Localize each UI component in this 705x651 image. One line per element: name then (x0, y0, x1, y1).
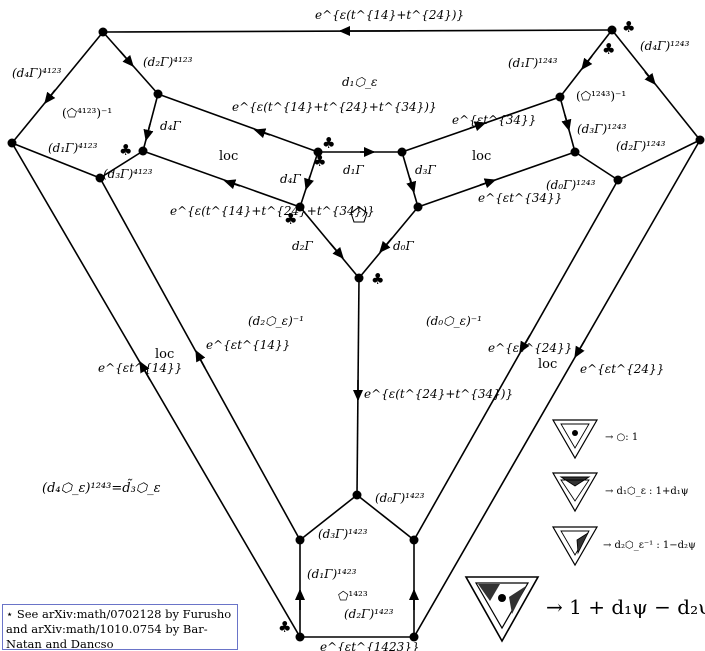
pentagon-icon (350, 206, 368, 223)
node (413, 202, 423, 212)
edges (11, 25, 701, 638)
club-icon: ♣ (322, 134, 335, 152)
club-icon: ♣ (371, 270, 384, 288)
legend: → ○: 1 → d₁⬡_ε : 1+d₁ψ → d₂⬡_ε⁻¹ : 1−d₂ψ… (464, 419, 705, 643)
club-icon: ♣ (622, 18, 635, 36)
loc-label: loc (155, 347, 174, 362)
label-d3G-1423: (d₃Γ)¹⁴²³ (318, 527, 368, 541)
label-d3G: d₃Γ (415, 163, 436, 177)
center-vertical-edge-label: e^{ε(t^{24}+t^{34})} (364, 387, 513, 401)
nodes (7, 25, 705, 642)
node (295, 535, 305, 545)
node (352, 490, 362, 500)
club-icon: ♣ (602, 40, 615, 58)
right-lower-edge-label: e^{εt^{34}} (478, 191, 562, 205)
top-edge-label: e^{ε(t^{14}+t^{24})} (315, 8, 464, 22)
node (295, 632, 305, 642)
label-d2hex-inv: (d₂⬡_ε)⁻¹ (248, 314, 304, 328)
legend-row1-text: → ○: 1 (605, 432, 638, 443)
node (98, 27, 108, 37)
node (409, 535, 419, 545)
right-upper-edge-label: e^{εt^{34}} (452, 113, 536, 127)
edge-upper-left-outer (11, 31, 104, 144)
reference-note: ⋆ See arXiv:math/0702128 by Furusho and … (2, 604, 238, 650)
edge-upper-right-outer (611, 29, 701, 141)
label-d2G: d₂Γ (292, 239, 313, 253)
legend-row-1: → ○: 1 (551, 419, 638, 460)
label-pent-1243: (⬠¹²⁴³)⁻¹ (576, 89, 626, 103)
left-lower-edge-label: e^{ε(t^{14}+t^{24}+t^{34})} (170, 204, 375, 218)
reference-note-text: ⋆ See arXiv:math/0702128 by Furusho and … (6, 607, 232, 650)
label-d2G-1243: (d₂Γ)¹²⁴³ (616, 139, 666, 153)
club-markers: ♣ ♣ ♣ ♣ ♣ ♣ ♣ ♣ (119, 18, 635, 636)
right-outer-edge-label: e^{εt^{24}} (580, 362, 664, 376)
edge-labels: e^{ε(t^{14}+t^{24})} e^{ε(t^{14}+t^{24}+… (98, 8, 664, 651)
legend-big: → 1 + d₁ψ − d₂ψ (464, 576, 705, 643)
label-d1hex: d₁⬡_ε (342, 75, 377, 89)
loc-label: loc (538, 357, 557, 372)
node (409, 632, 419, 642)
edge-right-bottom (417, 151, 576, 208)
node (570, 147, 580, 157)
club-icon: ♣ (278, 618, 291, 636)
label-d1G-1243: (d₁Γ)¹²⁴³ (508, 56, 558, 70)
label-d4G-left: d₄Γ (160, 119, 181, 133)
label-d1G-4123: (d₁Γ)⁴¹²³ (48, 141, 98, 155)
legend-row-2: → d₁⬡_ε : 1+d₁ψ (551, 472, 689, 513)
edge-right-outer-long (413, 139, 701, 638)
label-d4G-center: d₄Γ (280, 172, 301, 186)
node (313, 147, 323, 157)
node (153, 89, 163, 99)
label-d2G-1423: (d₂Γ)¹⁴²³ (344, 607, 394, 621)
label-d3G-1243: (d₃Γ)¹²⁴³ (577, 122, 627, 136)
label-d4G-1243: (d₄Γ)¹²⁴³ (640, 39, 690, 53)
node (354, 273, 364, 283)
right-inner-edge-label: e^{εt^{24}} (488, 341, 572, 355)
loc-label: loc (472, 149, 491, 164)
left-upper-edge-label: e^{ε(t^{14}+t^{24}+t^{34})} (232, 100, 437, 114)
legend-row3-text: → d₂⬡_ε⁻¹ : 1−d₂ψ (603, 540, 696, 551)
legend-row-3: → d₂⬡_ε⁻¹ : 1−d₂ψ (551, 526, 696, 567)
label-d3G-4123: (d₃Γ)⁴¹²³ (103, 167, 153, 181)
edge-right-inner-long (413, 179, 619, 541)
node (138, 146, 148, 156)
club-icon: ♣ (284, 210, 297, 228)
club-icon: ♣ (119, 141, 132, 159)
edge-left-bottom (142, 150, 301, 208)
node (295, 202, 305, 212)
label-d0G-1243: (d₀Γ)¹²⁴³ (546, 178, 596, 192)
label-d1G: d₁Γ (343, 163, 364, 177)
club-icon: ♣ (313, 152, 326, 170)
bottom-edge-label: e^{εt^{1423}} (320, 640, 420, 651)
node (613, 175, 623, 185)
label-d2G-4123: (d₂Γ)⁴¹²³ (143, 55, 193, 69)
label-d0hex-inv: (d₀⬡_ε)⁻¹ (426, 314, 482, 328)
node (607, 25, 617, 35)
node (397, 147, 407, 157)
label-d0G-1423: (d₀Γ)¹⁴²³ (375, 491, 425, 505)
label-d0G: d₀Γ (393, 239, 414, 253)
node (95, 173, 105, 183)
legend-big-text: → 1 + d₁ψ − d₂ψ (546, 595, 705, 619)
loc-labels: loc loc loc loc (155, 149, 557, 372)
edge-left-top (157, 93, 319, 153)
vertex-labels: (d₄Γ)⁴¹²³ (d₂Γ)⁴¹²³ (⬠⁴¹²³)⁻¹ (d₁Γ)⁴¹²³ … (12, 39, 690, 621)
node (7, 138, 17, 148)
label-pent-1423: ⬠¹⁴²³ (338, 589, 368, 603)
loc-label: loc (219, 149, 238, 164)
left-inner-edge-label: e^{εt^{14}} (206, 338, 290, 352)
node (555, 92, 565, 102)
node (695, 135, 705, 145)
label-d4hex-eq: (d₄⬡_ε)¹²⁴³=d̃₃⬡_ε (42, 479, 161, 496)
legend-row2-text: → d₁⬡_ε : 1+d₁ψ (605, 486, 689, 497)
label-d1G-1423: (d₁Γ)¹⁴²³ (307, 567, 357, 581)
left-outer-edge-label: e^{εt^{14}} (98, 361, 182, 375)
edge-left-outer-long (11, 142, 301, 638)
label-d4G-4123: (d₄Γ)⁴¹²³ (12, 66, 62, 80)
label-pent-4123: (⬠⁴¹²³)⁻¹ (62, 106, 112, 120)
